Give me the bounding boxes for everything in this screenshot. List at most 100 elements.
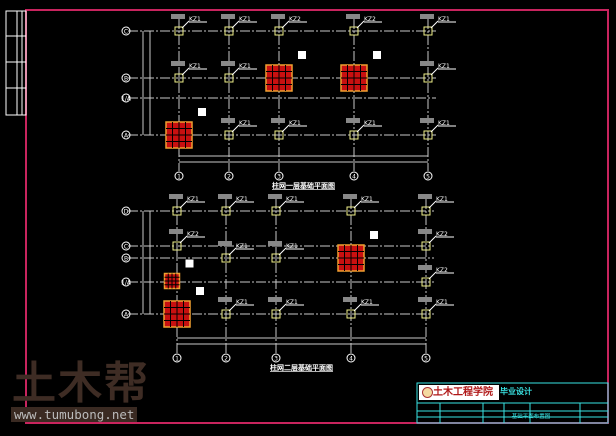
column-kz [423, 26, 433, 36]
rebar-annotation [420, 61, 434, 66]
axis-bubble [174, 171, 184, 181]
column-kz [172, 241, 182, 251]
leader-line [228, 303, 237, 312]
column-kz [349, 26, 359, 36]
row-axis-label: D [124, 209, 129, 216]
column-tag: KZ1 [361, 196, 373, 203]
axis-bubble [172, 353, 182, 363]
column-axis-label: 5 [424, 356, 428, 363]
column-tag: KZ2 [364, 16, 376, 23]
axis-bubble [271, 353, 281, 363]
leader-line [356, 20, 365, 29]
row-axis-label: 1/A [121, 280, 132, 287]
column-tag: KZ1 [236, 299, 248, 306]
column-kz [174, 73, 184, 83]
leader-line [430, 124, 439, 133]
leader-line [228, 247, 237, 256]
column-tag: KZ1 [438, 63, 450, 70]
column-kz [421, 241, 431, 251]
column-axis-label: 5 [426, 174, 430, 181]
axis-bubble [121, 26, 131, 36]
column-axis-label: 2 [227, 174, 231, 181]
column-tag: KZ1 [361, 299, 373, 306]
axis-bubble [121, 241, 131, 251]
column-tag: KZ1 [364, 120, 376, 127]
axis-bubble [224, 171, 234, 181]
column-kz [421, 277, 431, 287]
column-axis-label: 1 [177, 174, 181, 181]
rebar-annotation [346, 14, 360, 19]
leader-line [281, 20, 290, 29]
rebar-annotation [418, 297, 432, 302]
title-block-project: 毕业设计 [500, 387, 532, 396]
leader-line [179, 200, 188, 209]
rebar-annotation [221, 118, 235, 123]
rebar-annotation [268, 194, 282, 199]
title-block-school-logo: 土木工程学院 [419, 385, 499, 400]
axis-bubble [349, 171, 359, 181]
column-tag: KZ1 [239, 16, 251, 23]
leader-line [278, 303, 287, 312]
column-tag: KZ1 [236, 243, 248, 250]
column-kz [274, 26, 284, 36]
column-kz [271, 253, 281, 263]
column-kz [224, 26, 234, 36]
leader-line [428, 303, 437, 312]
rebar-annotation [221, 61, 235, 66]
leader-line [430, 20, 439, 29]
rebar-annotation [418, 229, 432, 234]
rebar-annotation [218, 194, 232, 199]
leader-line [278, 200, 287, 209]
column-tag: KZ1 [436, 196, 448, 203]
column-tag: KZ1 [189, 63, 201, 70]
column-tag: KZ1 [436, 299, 448, 306]
column-kz [346, 309, 356, 319]
column-kz [221, 253, 231, 263]
rebar-annotation [169, 229, 183, 234]
rebar-annotation [346, 118, 360, 123]
footing-label [185, 259, 194, 268]
row-axis-label: B [124, 76, 128, 83]
column-tag: KZ2 [289, 16, 301, 23]
leader-line [428, 271, 437, 280]
leader-line [231, 67, 240, 76]
column-axis-label: 1 [175, 356, 179, 363]
column-kz [271, 206, 281, 216]
column-axis-label: 2 [224, 356, 228, 363]
column-tag: KZ1 [286, 299, 298, 306]
leader-line [181, 67, 190, 76]
column-kz [421, 309, 431, 319]
revision-strip [5, 10, 27, 116]
column-tag: KZ1 [236, 196, 248, 203]
column-tag: KZ1 [438, 16, 450, 23]
row-axis-label: B [124, 256, 128, 263]
plan-title: 柱网一层基础平面图 [272, 181, 335, 190]
watermark-logo: 土木帮 [12, 358, 150, 409]
column-kz [346, 206, 356, 216]
leader-line [356, 124, 365, 133]
rebar-annotation [218, 297, 232, 302]
rebar-annotation [171, 14, 185, 19]
leader-line [231, 20, 240, 29]
axis-bubble [221, 353, 231, 363]
leader-line [228, 200, 237, 209]
column-tag: KZ2 [187, 231, 199, 238]
row-axis-label: C [124, 29, 128, 36]
leader-line [428, 235, 437, 244]
axis-bubble [121, 93, 131, 103]
footing-label [373, 51, 381, 59]
rebar-annotation [268, 241, 282, 246]
column-tag: KZ2 [436, 267, 448, 274]
rebar-annotation [343, 194, 357, 199]
footing-label [298, 51, 306, 59]
column-kz [172, 206, 182, 216]
row-axis-label: A [124, 312, 129, 319]
rebar-annotation [268, 297, 282, 302]
column-kz [221, 206, 231, 216]
column-kz [421, 206, 431, 216]
axis-bubble [121, 277, 131, 287]
axis-bubble [346, 353, 356, 363]
column-tag: KZ1 [239, 63, 251, 70]
watermark-url: www.tumubong.net [11, 407, 138, 422]
